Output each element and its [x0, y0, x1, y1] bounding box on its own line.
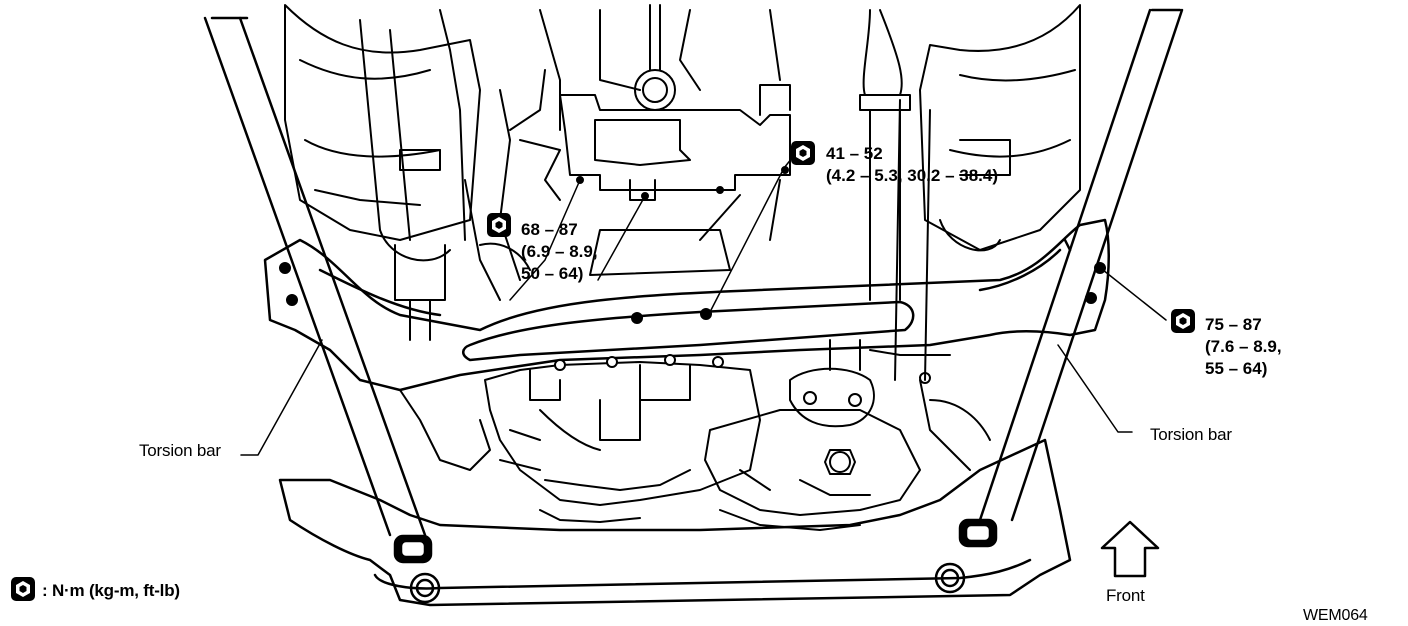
- figure-code: WEM064: [1303, 607, 1368, 624]
- transmission-case: [399, 339, 991, 531]
- torque-detail-line-2: 50 – 64): [521, 264, 584, 283]
- legend-torque-wrench-icon: [11, 577, 35, 601]
- front-arrow-icon: [1100, 520, 1160, 578]
- leader-lines: [240, 157, 1167, 456]
- torque-range: 68 – 87: [521, 220, 578, 239]
- mounting-bolts: [279, 166, 1106, 324]
- torque-range: 41 – 52: [826, 144, 883, 163]
- torque-callout-side-bolts: 75 – 87 (7.6 – 8.9, 55 – 64): [1205, 314, 1282, 380]
- crossmember: [263, 218, 1110, 392]
- lower-member: [278, 438, 1072, 607]
- torque-wrench-icon: [791, 141, 815, 165]
- torsion-bar-right-label: Torsion bar: [1150, 425, 1232, 444]
- torque-detail-line-2: 55 – 64): [1205, 359, 1268, 378]
- torque-callout-upper-bolt: 41 – 52 (4.2 – 5.3, 30.2 – 38.4): [826, 143, 998, 187]
- torque-detail-line-1: (7.6 – 8.9,: [1205, 337, 1282, 356]
- torque-wrench-icon: [487, 213, 511, 237]
- torque-detail: (4.2 – 5.3, 30.2 – 38.4): [826, 166, 999, 185]
- torsion-bar-right: [958, 8, 1184, 548]
- torque-detail-line-1: (6.9 – 8.9,: [521, 242, 598, 261]
- case-bolts: [554, 354, 724, 371]
- front-label: Front: [1106, 586, 1145, 605]
- legend-units: : N·m (kg-m, ft-lb): [42, 581, 180, 600]
- torque-wrench-icon: [1171, 309, 1195, 333]
- torque-callout-center-bolts: 68 – 87 (6.9 – 8.9, 50 – 64): [521, 219, 598, 285]
- torsion-bar-left: [203, 16, 433, 564]
- torsion-bar-left-label: Torsion bar: [139, 441, 221, 460]
- torque-range: 75 – 87: [1205, 315, 1262, 334]
- engine-outline: [284, 4, 1081, 381]
